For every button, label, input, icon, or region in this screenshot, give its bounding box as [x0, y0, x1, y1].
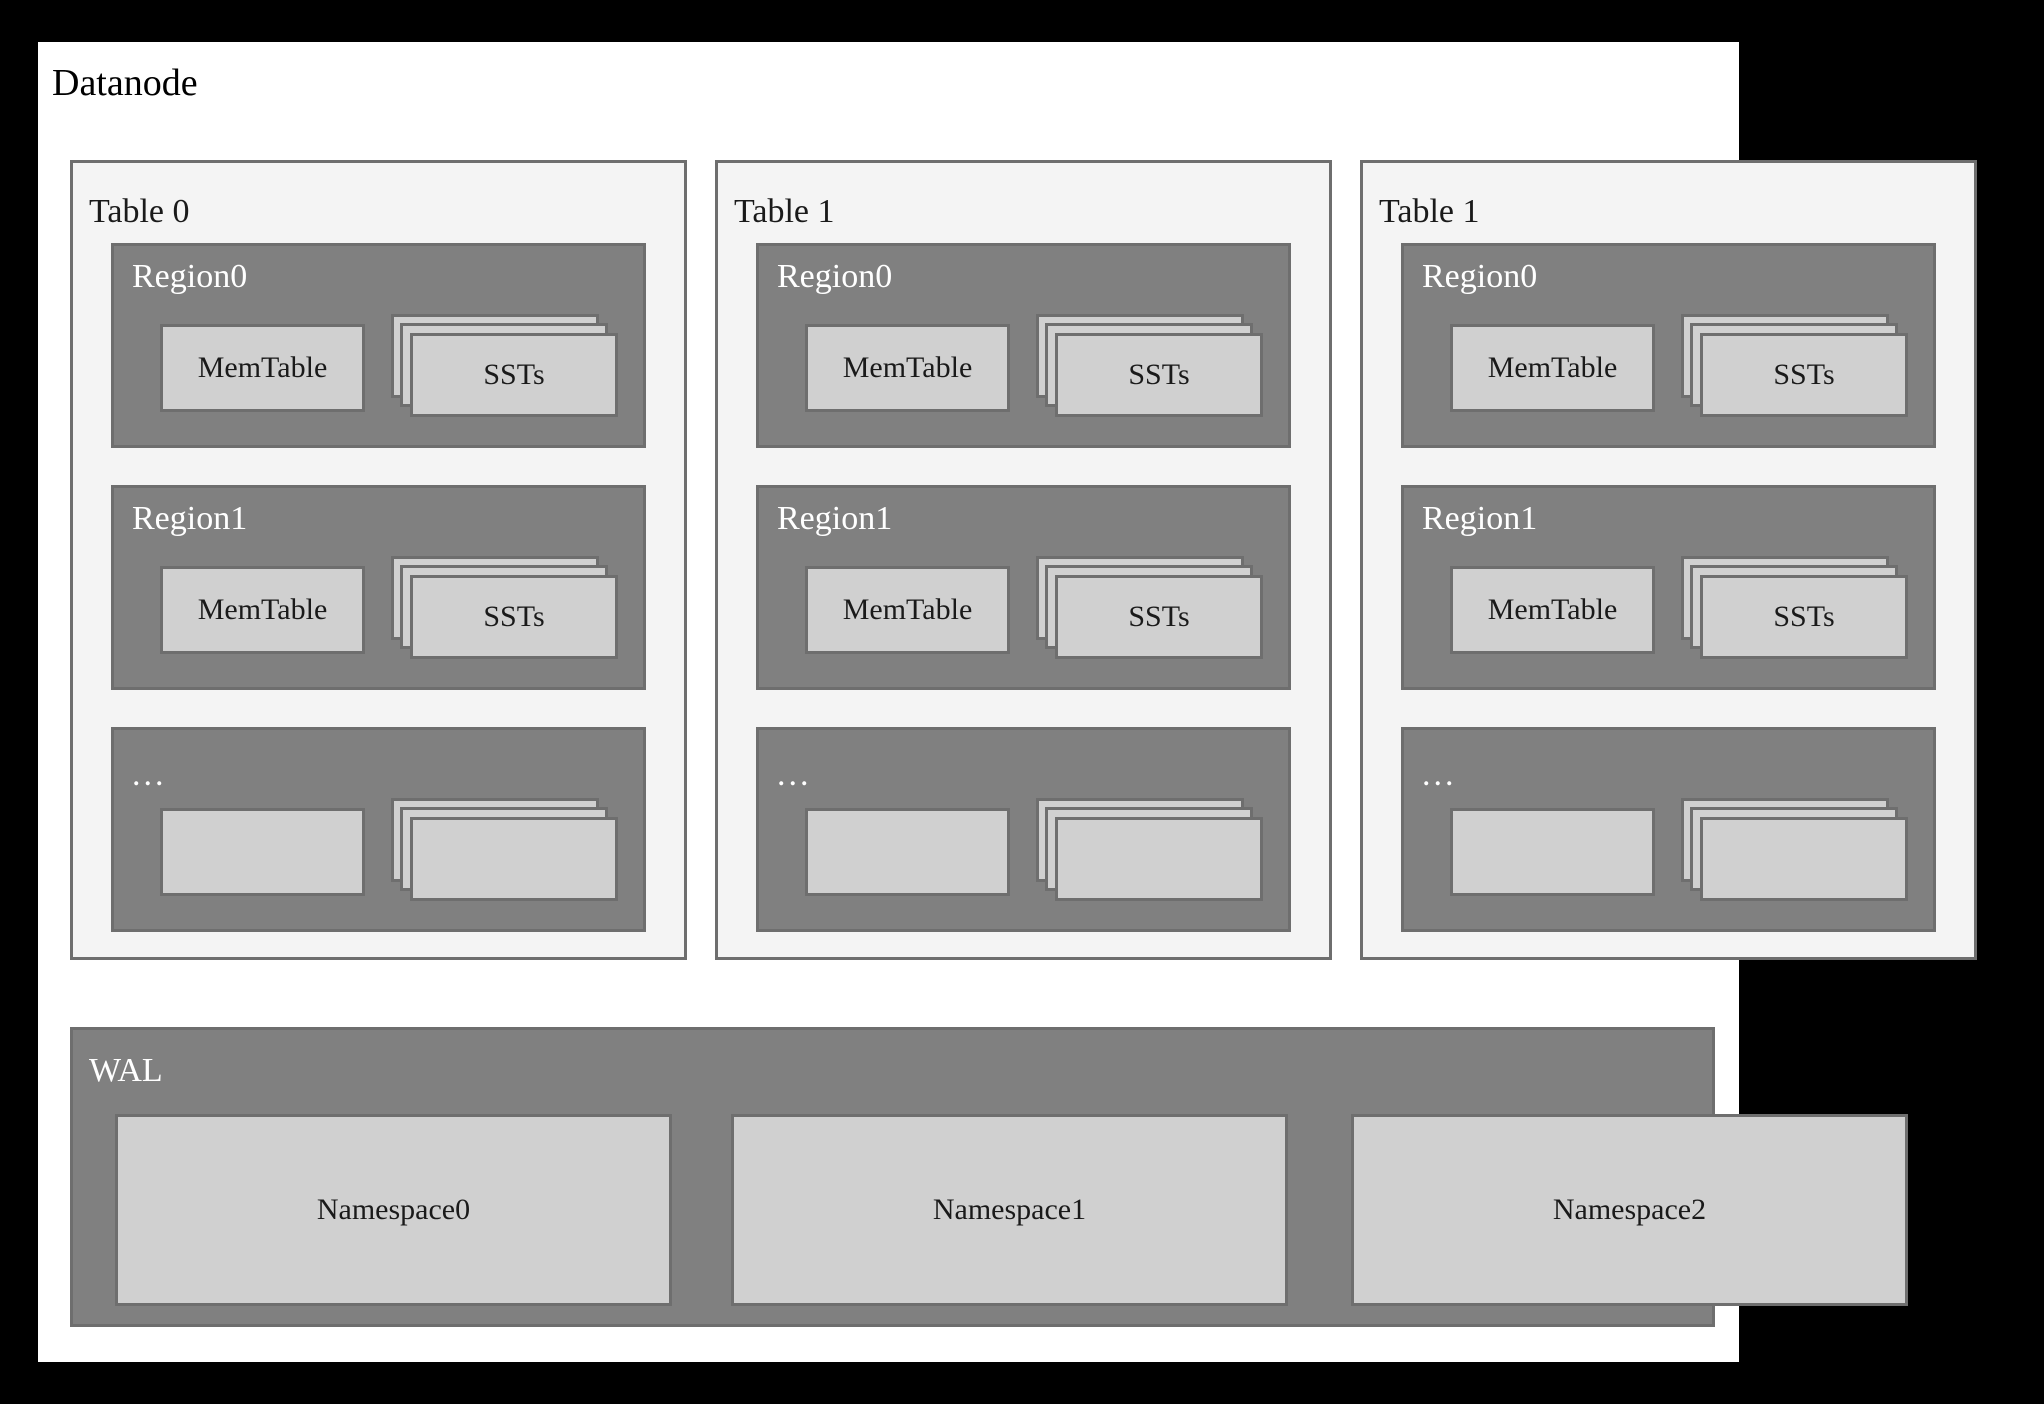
- sst-layer-front: [410, 817, 618, 901]
- table-panel-2[interactable]: Table 1 Region0 MemTable SSTs Region1 Me…: [1360, 160, 1977, 960]
- region-box-ellipsis[interactable]: ...: [756, 727, 1291, 932]
- sst-stack-empty[interactable]: [1036, 798, 1264, 904]
- sst-layer-front: SSTs: [1055, 575, 1263, 659]
- sst-layer-front: SSTs: [1700, 575, 1908, 659]
- memtable-box[interactable]: MemTable: [1450, 324, 1655, 412]
- datanode-container: Datanode Table 0 Region0 MemTable SSTs R…: [38, 42, 1977, 1362]
- memtable-box-empty[interactable]: [160, 808, 365, 896]
- region-box-ellipsis[interactable]: ...: [1401, 727, 1936, 932]
- region-title-ellipsis: ...: [132, 756, 167, 793]
- table-panel-0[interactable]: Table 0 Region0 MemTable SSTs Region1 Me…: [70, 160, 687, 960]
- table-title: Table 1: [734, 193, 835, 230]
- memtable-box[interactable]: MemTable: [160, 566, 365, 654]
- table-panel-1[interactable]: Table 1 Region0 MemTable SSTs Region1 Me…: [715, 160, 1332, 960]
- memtable-box-empty[interactable]: [805, 808, 1010, 896]
- sst-layer-front: SSTs: [1055, 333, 1263, 417]
- region-title: Region1: [777, 500, 893, 537]
- region-title: Region0: [777, 258, 893, 295]
- table-title: Table 0: [89, 193, 190, 230]
- memtable-box[interactable]: MemTable: [1450, 566, 1655, 654]
- tables-row: Table 0 Region0 MemTable SSTs Region1 Me…: [70, 160, 1977, 1005]
- sst-stack[interactable]: SSTs: [1681, 556, 1909, 662]
- wal-title: WAL: [89, 1052, 163, 1089]
- region-title-ellipsis: ...: [1422, 756, 1457, 793]
- sst-stack[interactable]: SSTs: [1681, 314, 1909, 420]
- sst-layer-front: SSTs: [410, 575, 618, 659]
- region-title: Region1: [132, 500, 248, 537]
- region-title-ellipsis: ...: [777, 756, 812, 793]
- datanode-title: Datanode: [52, 62, 198, 104]
- region-box[interactable]: Region0 MemTable SSTs: [111, 243, 646, 448]
- region-title: Region0: [132, 258, 248, 295]
- memtable-box-empty[interactable]: [1450, 808, 1655, 896]
- region-box[interactable]: Region1 MemTable SSTs: [111, 485, 646, 690]
- region-box[interactable]: Region0 MemTable SSTs: [1401, 243, 1936, 448]
- sst-stack[interactable]: SSTs: [1036, 314, 1264, 420]
- region-title: Region1: [1422, 500, 1538, 537]
- namespace-box-0[interactable]: Namespace0: [115, 1114, 672, 1306]
- namespace-box-2[interactable]: Namespace2: [1351, 1114, 1908, 1306]
- memtable-box[interactable]: MemTable: [805, 566, 1010, 654]
- sst-layer-front: [1055, 817, 1263, 901]
- namespace-box-1[interactable]: Namespace1: [731, 1114, 1288, 1306]
- sst-layer-front: SSTs: [410, 333, 618, 417]
- region-box[interactable]: Region1 MemTable SSTs: [756, 485, 1291, 690]
- region-box-ellipsis[interactable]: ...: [111, 727, 646, 932]
- sst-stack[interactable]: SSTs: [1036, 556, 1264, 662]
- table-title: Table 1: [1379, 193, 1480, 230]
- memtable-box[interactable]: MemTable: [805, 324, 1010, 412]
- sst-stack[interactable]: SSTs: [391, 314, 619, 420]
- region-box[interactable]: Region0 MemTable SSTs: [756, 243, 1291, 448]
- sst-stack[interactable]: SSTs: [391, 556, 619, 662]
- memtable-box[interactable]: MemTable: [160, 324, 365, 412]
- region-title: Region0: [1422, 258, 1538, 295]
- sst-layer-front: SSTs: [1700, 333, 1908, 417]
- sst-stack-empty[interactable]: [391, 798, 619, 904]
- region-box[interactable]: Region1 MemTable SSTs: [1401, 485, 1936, 690]
- sst-stack-empty[interactable]: [1681, 798, 1909, 904]
- wal-panel[interactable]: WAL Namespace0 Namespace1 Namespace2: [70, 1027, 1908, 1327]
- sst-layer-front: [1700, 817, 1908, 901]
